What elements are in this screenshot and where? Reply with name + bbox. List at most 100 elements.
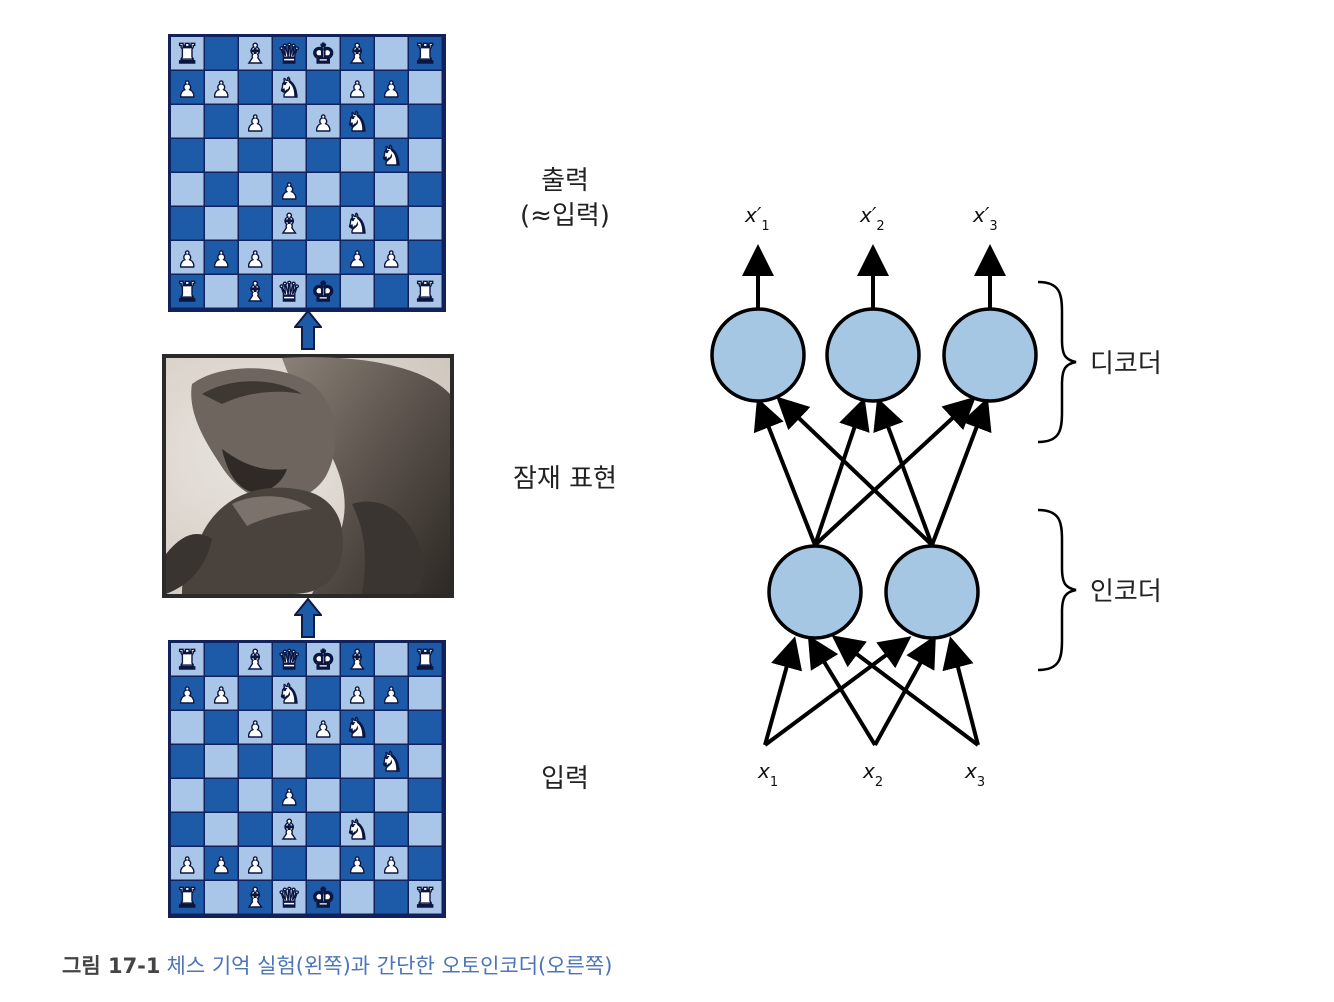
chess-bishop-icon: ♝: [243, 883, 267, 914]
board-square: [375, 139, 408, 172]
caption-number: 그림 17-1: [62, 954, 161, 978]
chess-pawn-icon: ♟: [211, 854, 231, 879]
board-square: [409, 745, 442, 778]
chess-queen-icon: ♛: [277, 39, 301, 70]
chess-pawn-icon: ♟: [245, 112, 265, 137]
board-square: [341, 745, 374, 778]
board-square: [205, 745, 238, 778]
input-to-encoder-edges: [763, 635, 980, 747]
board-square: [239, 677, 272, 710]
board-square: [205, 643, 238, 676]
chess-rook-icon: ♜: [175, 39, 199, 70]
board-square: [409, 779, 442, 812]
board-square: [171, 847, 204, 880]
chess-pawn-icon: ♟: [347, 854, 367, 879]
chess-pawn-icon: ♟: [279, 180, 299, 205]
board-square: [205, 711, 238, 744]
board-square: [205, 37, 238, 70]
chess-pawn-icon: ♟: [313, 718, 333, 743]
decoder-brace: [1037, 280, 1077, 444]
board-square: [205, 881, 238, 914]
board-square: [375, 677, 408, 710]
board-square: [273, 881, 306, 914]
encoder-nodes: [767, 544, 980, 640]
encoder-brace: [1037, 508, 1077, 672]
board-square: [171, 241, 204, 274]
board-square: [375, 745, 408, 778]
latent-representation-image: [162, 354, 454, 598]
chess-bishop-icon: ♝: [243, 277, 267, 308]
chess-bishop-icon: ♝: [345, 39, 369, 70]
input-label: 입력: [541, 764, 589, 794]
board-square: [307, 677, 340, 710]
chess-pawn-icon: ♟: [211, 78, 231, 103]
chess-pawn-icon: ♟: [245, 718, 265, 743]
board-square: [341, 71, 374, 104]
board-square: [375, 847, 408, 880]
decoder-node: [825, 307, 921, 403]
chess-pawn-icon: ♟: [381, 854, 401, 879]
chess-pawn-icon: ♟: [279, 786, 299, 811]
input-chessboard: ♜♝♛♚♝♜♟♟♞♟♟♟♟♞♞♟♝♞♟♟♟♟♟♜♝♛♚♜: [168, 640, 446, 918]
chess-bishop-icon: ♝: [243, 645, 267, 676]
board-square: [341, 711, 374, 744]
board-square: [307, 745, 340, 778]
board-square: [171, 173, 204, 206]
board-square: [171, 207, 204, 240]
board-square: [171, 813, 204, 846]
board-square: [239, 847, 272, 880]
board-square: [341, 105, 374, 138]
board-square: [171, 37, 204, 70]
board-square: [307, 779, 340, 812]
board-square: [205, 71, 238, 104]
board-square: [273, 173, 306, 206]
chess-knight-icon: ♞: [277, 73, 301, 104]
board-square: [409, 139, 442, 172]
board-square: [239, 37, 272, 70]
board-square: [171, 139, 204, 172]
chess-knight-icon: ♞: [379, 747, 403, 778]
latent-label: 잠재 표현: [513, 464, 617, 494]
board-square: [273, 207, 306, 240]
chess-knight-icon: ♞: [277, 679, 301, 710]
board-square: [341, 241, 374, 274]
chess-rook-icon: ♜: [175, 883, 199, 914]
board-square: [205, 847, 238, 880]
chess-queen-icon: ♛: [277, 277, 301, 308]
encoder-node: [767, 544, 863, 640]
board-square: [205, 275, 238, 308]
board-square: [307, 105, 340, 138]
chess-pawn-icon: ♟: [177, 248, 197, 273]
board-square: [375, 71, 408, 104]
chess-bishop-icon: ♝: [345, 645, 369, 676]
board-square: [205, 173, 238, 206]
chess-knight-icon: ♞: [379, 141, 403, 172]
board-square: [341, 881, 374, 914]
board-square: [205, 241, 238, 274]
caption-text: 체스 기억 실험(왼쪽)과 간단한 오토인코더(오른쪽): [166, 954, 613, 978]
chess-pawn-icon: ♟: [347, 684, 367, 709]
chess-rook-icon: ♜: [175, 277, 199, 308]
board-square: [307, 241, 340, 274]
encoder-to-decoder-edges: [753, 396, 992, 547]
chess-queen-icon: ♛: [277, 883, 301, 914]
up-arrow-icon: [292, 597, 324, 638]
chess-knight-icon: ♞: [345, 209, 369, 240]
board-square: [341, 813, 374, 846]
encoder-label: 인코더: [1090, 577, 1162, 607]
board-square: [375, 173, 408, 206]
chess-knight-icon: ♞: [345, 815, 369, 846]
board-square: [375, 779, 408, 812]
board-square: [171, 881, 204, 914]
board-square: [409, 105, 442, 138]
board-square: [409, 71, 442, 104]
chess-king-icon: ♚: [311, 277, 335, 308]
board-square: [239, 643, 272, 676]
decoder-output-arrows: [742, 244, 1006, 308]
decoder-node: [942, 307, 1038, 403]
board-square: [205, 779, 238, 812]
board-square: [273, 37, 306, 70]
board-square: [341, 139, 374, 172]
board-square: [375, 711, 408, 744]
